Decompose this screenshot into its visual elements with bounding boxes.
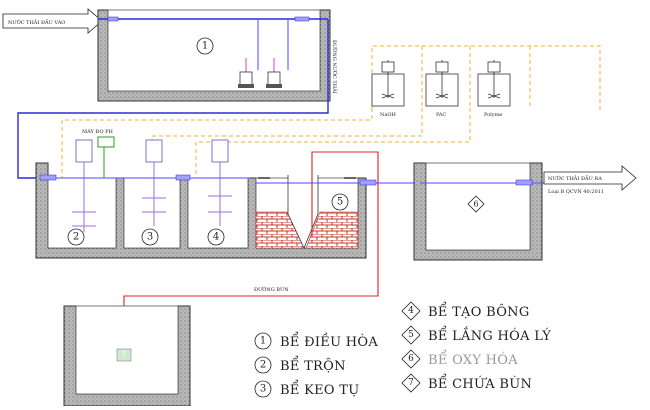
outlet-label-line2: Loại B QCVN 40:2011 bbox=[548, 189, 604, 195]
tank-number-1: 1 bbox=[196, 37, 214, 55]
tank-number-2: 2 bbox=[67, 228, 85, 246]
tank-number-6: 6 bbox=[467, 195, 485, 213]
svg-text:BỂ CHỨA BÙN: BỂ CHỨA BÙN bbox=[428, 374, 532, 392]
svg-text:4: 4 bbox=[213, 232, 219, 243]
svg-text:7: 7 bbox=[408, 378, 414, 388]
inlet-label: NƯỚC THẢI ĐẦU VÀO bbox=[8, 17, 65, 26]
outlet-label-line1: NƯỚC THẢI ĐẦU RA bbox=[548, 173, 602, 182]
svg-text:6: 6 bbox=[408, 354, 414, 364]
svg-text:BỂ KEO TỤ: BỂ KEO TỤ bbox=[280, 380, 360, 398]
svg-text:BỂ TẠO BÔNG: BỂ TẠO BÔNG bbox=[428, 302, 530, 320]
tank-7-sludge: 7 bbox=[63, 305, 191, 407]
chemical-label-pac: PAC bbox=[436, 112, 447, 118]
svg-text:3: 3 bbox=[147, 232, 153, 243]
chemical-label-naoh: NaOH bbox=[380, 112, 396, 118]
chemical-label-polyme: Polyme bbox=[484, 112, 502, 118]
tank-number-5: 5 bbox=[331, 193, 349, 211]
tank-1-equalization: 1 bbox=[97, 9, 331, 102]
legend: 1 BỂ ĐIỀU HÒA 2 BỂ TRỘN 3 BỂ KEO TỤ 4 BỂ… bbox=[254, 301, 551, 398]
legend-item-7: 7 BỂ CHỨA BÙN bbox=[401, 373, 532, 393]
ph-meter-label: MÁY ĐO PH bbox=[82, 128, 114, 135]
legend-item-6: 6 BỂ OXY HÓA bbox=[401, 349, 518, 369]
polyme-tank-icon bbox=[477, 60, 511, 107]
tank-number-3: 3 bbox=[141, 228, 159, 246]
tank-number-7: 7 bbox=[116, 348, 132, 362]
svg-text:7: 7 bbox=[121, 351, 126, 360]
legend-item-5: 5 BỂ LẮNG HÓA LÝ bbox=[401, 325, 551, 345]
svg-text:BỂ OXY HÓA: BỂ OXY HÓA bbox=[428, 350, 518, 368]
tank-6-oxidation: 6 bbox=[413, 162, 620, 261]
svg-text:6: 6 bbox=[473, 200, 478, 209]
svg-text:5: 5 bbox=[337, 197, 343, 208]
feed-pipe bbox=[17, 19, 329, 179]
svg-text:BỂ LẮNG HÓA LÝ: BỂ LẮNG HÓA LÝ bbox=[428, 326, 551, 344]
submersible-pump-icon bbox=[238, 19, 289, 88]
svg-text:3: 3 bbox=[260, 384, 266, 395]
sludge-line bbox=[123, 151, 379, 336]
svg-text:4: 4 bbox=[408, 306, 414, 316]
legend-item-2: 2 BỂ TRỘN bbox=[254, 356, 346, 374]
flow-line bbox=[45, 177, 420, 184]
pac-tank-icon bbox=[425, 60, 459, 107]
svg-text:2: 2 bbox=[73, 232, 79, 243]
mixer-icon bbox=[72, 139, 232, 232]
svg-text:5: 5 bbox=[408, 330, 414, 340]
sludge-line-label: ĐƯỜNG BÙN bbox=[254, 285, 289, 293]
inlet-arrow: NƯỚC THẢI ĐẦU VÀO bbox=[2, 8, 103, 34]
reactor-block: 2 3 4 5 bbox=[35, 139, 367, 259]
svg-text:1: 1 bbox=[202, 41, 208, 52]
svg-text:1: 1 bbox=[260, 336, 266, 347]
return-pipe-label: ĐƯỜNG NƯỚC THẢI bbox=[331, 40, 339, 94]
svg-text:BỂ TRỘN: BỂ TRỘN bbox=[280, 356, 346, 374]
legend-item-4: 4 BỂ TẠO BÔNG bbox=[401, 301, 530, 321]
naoh-tank-icon bbox=[371, 60, 405, 107]
outlet-arrow: NƯỚC THẢI ĐẦU RA Loại B QCVN 40:2011 bbox=[543, 165, 637, 195]
tank-number-4: 4 bbox=[207, 228, 225, 246]
svg-text:BỂ ĐIỀU HÒA: BỂ ĐIỀU HÒA bbox=[280, 332, 378, 350]
legend-item-3: 3 BỂ KEO TỤ bbox=[254, 380, 360, 398]
svg-text:2: 2 bbox=[260, 360, 266, 371]
legend-item-1: 1 BỂ ĐIỀU HÒA bbox=[254, 332, 378, 350]
